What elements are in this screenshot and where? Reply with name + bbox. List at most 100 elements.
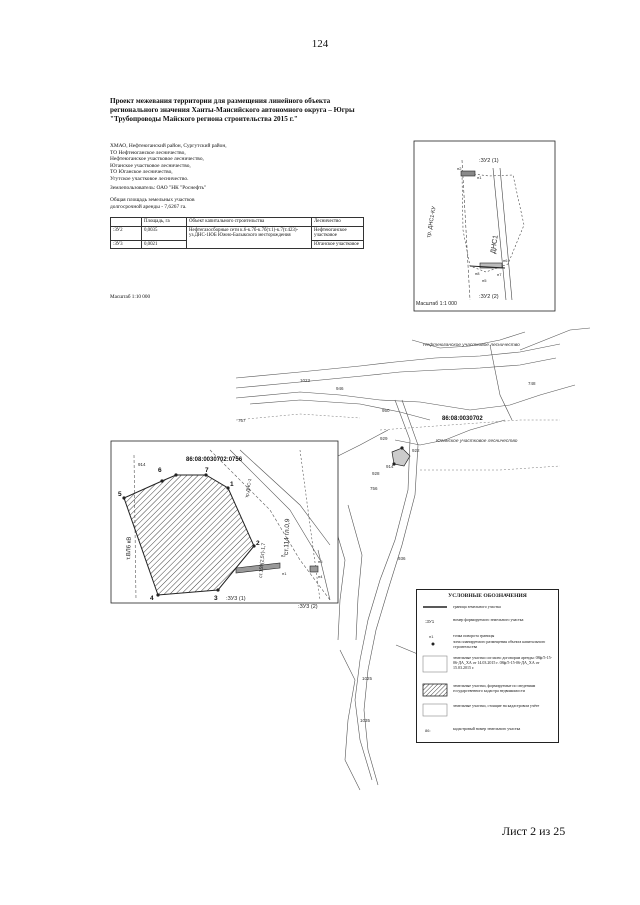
parcel-label-zu2-1: :ЗУ2 (1): [479, 158, 499, 164]
point-label: н5: [318, 559, 323, 564]
point-label: 6: [158, 467, 162, 474]
road-label-left: тр. ДНС1-КУ: [426, 205, 438, 238]
point-label: 2: [256, 540, 260, 547]
legend-cadastral-symbol: 86:: [425, 728, 431, 733]
location-line: ТО Нефтеюганское лесничество,: [110, 149, 186, 156]
block-number: 928: [372, 471, 380, 476]
inset-left-point-labels: 1 2 3 4 5 6 7: [118, 467, 260, 602]
point-label: 4: [150, 595, 154, 602]
land-user: Землепользователь: ОАО "НК "Роснефть": [110, 185, 207, 191]
page-number: 124: [311, 38, 329, 50]
parcel-label-zu3-2: :ЗУ3 (2): [298, 604, 318, 610]
legend-point-symbol: [431, 642, 435, 646]
inset-left-vertices: [122, 473, 256, 597]
block-number: 929: [380, 436, 388, 441]
parcel-label-zu2-2: :ЗУ2 (2): [479, 294, 499, 300]
point-label: н4: [318, 574, 323, 579]
point-label: 5: [118, 491, 122, 498]
parcel-object: Нефтегазосборные сети к.6-к.7б-к.7б(т.1)…: [186, 225, 312, 250]
point-label: н2: [457, 166, 462, 171]
table-row: :ЗУ3 0,0021 Юганское участковое: [110, 239, 364, 250]
main-map-lines: [235, 327, 591, 791]
cadastral-number-inset: 86:08:0030702:0756: [186, 457, 243, 463]
parcels-table: Площадь, га Объект капитального строител…: [110, 217, 364, 250]
main-scale-label: Масштаб 1:10 000: [110, 294, 151, 300]
block-number: 1025: [362, 676, 373, 681]
legend-item: номер формируемого земельного участка: [453, 617, 524, 622]
point-label: н7: [497, 272, 502, 277]
inset-right-frame: [413, 140, 556, 312]
sheet-number: Лист 2 из 25: [502, 824, 566, 838]
point-label: 1: [230, 481, 234, 488]
block-number: 950: [382, 408, 390, 413]
table-row: :ЗУ2 0,0035 Нефтегазосборные сети к.6-к.…: [110, 225, 364, 250]
block-number: 767: [238, 418, 246, 423]
forestry-labels: Нефтеюганское участковое лесничество Юга…: [423, 342, 520, 444]
legend-item: зона планируемого размещения объекта кап…: [453, 639, 546, 649]
legend-parcel-symbol: :ЗУ1: [425, 619, 435, 624]
area-line: долгосрочной аренды - 7,6267 га.: [110, 203, 187, 210]
location-line: Юганское участковое лесничество,: [110, 162, 191, 169]
parcel-zu3-1: [235, 562, 281, 574]
block-number: 914: [138, 462, 146, 467]
point-label: н8: [475, 271, 480, 276]
block-number: 914: [386, 464, 394, 469]
legend-registered-symbol: [422, 703, 448, 717]
point-label: н5: [482, 278, 487, 283]
parcel-zu3-2: [309, 565, 319, 573]
inset-right-drawing: [460, 159, 525, 301]
block-number: 748: [528, 381, 536, 386]
point-label: н1: [282, 571, 287, 576]
location-line: ТО Юганское лесничество,: [110, 169, 173, 176]
pipe-label: ст.159(2,5т)-1,7: [258, 542, 267, 578]
inset-right-scale: Масштаб 1:1 000: [416, 301, 457, 307]
total-area: Общая площадь земельных участков долгоср…: [110, 197, 280, 210]
side-label: т.ВЛ6 кВ: [126, 537, 133, 560]
block-number: 756: [370, 486, 378, 491]
legend-item: земельные участки, стоящие на кадастрово…: [453, 703, 540, 708]
legend-hatch-symbol: [422, 683, 448, 697]
legend-symbols: :ЗУ1 н1 86:: [422, 606, 448, 733]
point-label: н2: [281, 553, 286, 558]
block-number: 1035: [360, 718, 371, 723]
parcel-polygon: [391, 447, 411, 467]
parcel-area: 0,0021: [141, 239, 187, 250]
legend-item: кадастровый номер земельного участка: [453, 726, 521, 731]
legend-item: граница земельного участка: [453, 604, 501, 609]
legend-point-text: н1: [429, 634, 434, 639]
inset-right-text: :ЗУ2 (1) :ЗУ2 (2) тр. ДНС1-КУ ДНС1 н2 н1…: [426, 158, 508, 300]
document-title: Проект межевания территории для размещен…: [110, 97, 355, 123]
cadastral-number-main: 86:08:0030702: [442, 416, 483, 422]
side-label-2: тр.ДНС-1: [244, 478, 252, 498]
location-line: Угутское участковое лесничество.: [110, 175, 189, 182]
block-number: 946: [336, 386, 344, 391]
legend-title: УСЛОВНЫЕ ОБОЗНАЧЕНИЯ: [448, 593, 527, 599]
road-label: ст.114 гл.0,9: [283, 518, 291, 555]
block-numbers: 1023 946 748 950 767 929 922 914 756 928…: [238, 378, 536, 723]
location-description: ХМАО, Нефтеюганский район, Сургутский ра…: [110, 143, 310, 183]
forestry-label-right: Юганское участковое лесничество: [436, 438, 518, 444]
point-label: н1: [477, 175, 482, 180]
legend-item: земельные участки, формируемые по сведен…: [453, 683, 536, 693]
legend-item: точка поворота границы: [453, 633, 495, 638]
road-label-dns: ДНС1: [490, 235, 500, 255]
parcel-forestry: Юганское участковое: [311, 239, 364, 250]
legend-item: земельные участки согласно договорам аре…: [453, 655, 553, 670]
parcel-area: 0,0035: [141, 225, 187, 241]
point-label: 7: [205, 467, 209, 474]
location-line: Нефтеюганское участковое лесничество,: [110, 156, 204, 163]
parcel-forestry: Нефтеюганское участковое: [311, 225, 364, 241]
block-number: 922: [412, 448, 420, 453]
map-legend: УСЛОВНЫЕ ОБОЗНАЧЕНИЯ :ЗУ1 н1 86: граница…: [416, 589, 559, 743]
legend-lease-symbol: [422, 655, 448, 673]
block-number: 936: [398, 556, 406, 561]
forestry-label-top: Нефтеюганское участковое лесничество: [423, 342, 520, 348]
point-label: н6: [503, 258, 508, 263]
parcel-label-zu3-1: :ЗУ3 (1): [226, 596, 246, 602]
area-line: Общая площадь земельных участков: [110, 197, 195, 203]
block-number: 1023: [300, 378, 311, 383]
inset-left-text: :ЗУ3 (1) :ЗУ3 (2) ст.114 гл.0,9 ст.159(2…: [126, 462, 323, 610]
point-label: 3: [214, 595, 218, 602]
main-map-dashed: [235, 413, 561, 471]
